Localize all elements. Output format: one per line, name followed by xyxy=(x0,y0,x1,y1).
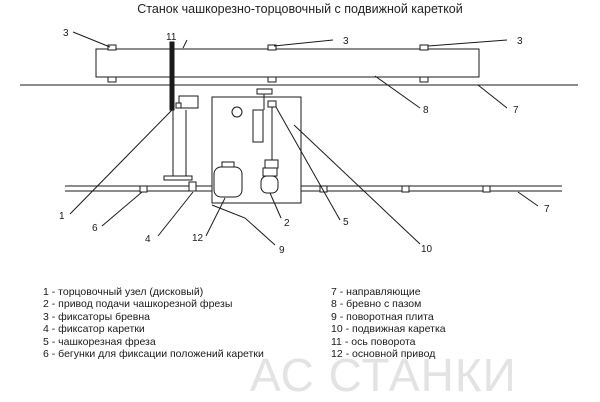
leader-lines xyxy=(69,31,539,246)
carriage-lock xyxy=(188,181,197,192)
legend-item: 9 - поворотная плита xyxy=(331,310,434,323)
legend-item: 10 - подвижная каретка xyxy=(331,323,446,336)
legend-left: 1 - торцовочный узел (дисковый) 2 - прив… xyxy=(43,286,264,360)
legend-item: 12 - основной привод xyxy=(331,348,436,361)
main-drive-motor xyxy=(213,161,243,198)
callout-label: 4 xyxy=(145,234,151,245)
crosscut-unit xyxy=(163,41,199,181)
watermark: АС СТАНКИ xyxy=(250,349,517,401)
callout-label: 3 xyxy=(343,36,349,47)
legend-item: 1 - торцовочный узел (дисковый) xyxy=(43,286,204,298)
callout-label: 7 xyxy=(513,105,519,116)
lower-guide-rails xyxy=(65,185,562,192)
cup-cutter xyxy=(262,167,278,177)
callout-label: 7 xyxy=(544,204,550,215)
legend-item: 4 - фиксатор каретки xyxy=(43,323,145,336)
log xyxy=(95,48,480,78)
legend-right: 7 - направляющие 8 - бревно с пазом 9 - … xyxy=(331,286,446,360)
carriage-rollers xyxy=(139,185,491,193)
legend-item: 11 - ось поворота xyxy=(331,335,416,348)
callout-labels: 1 2 3 3 3 4 5 6 7 7 8 9 10 11 12 xyxy=(59,28,550,256)
callout-label: 12 xyxy=(192,233,204,244)
callout-label: 11 xyxy=(166,32,177,43)
legend-item: 6 - бегунки для фиксации положений карет… xyxy=(43,348,264,361)
callout-label: 5 xyxy=(343,217,349,228)
legend-item: 3 - фиксаторы бревна xyxy=(43,310,150,323)
legend-item: 5 - чашкорезная фреза xyxy=(43,335,156,348)
legend-item: 8 - бревно с пазом xyxy=(331,298,422,311)
callout-label: 10 xyxy=(421,244,433,255)
callout-label: 1 xyxy=(59,211,65,222)
log-clamps xyxy=(107,44,429,83)
callout-label: 9 xyxy=(279,245,285,256)
feed-drive xyxy=(252,88,279,194)
legend-item: 7 - направляющие xyxy=(331,286,421,298)
legend-item: 2 - привод подачи чашкорезной фрезы xyxy=(43,298,233,311)
callout-label: 2 xyxy=(284,218,290,229)
callout-label: 3 xyxy=(63,28,69,39)
callout-label: 6 xyxy=(92,223,98,234)
pivot-axis xyxy=(231,106,243,118)
diagram-title: Станок чашкорезно-торцовочный с подвижно… xyxy=(137,2,463,16)
callout-label: 3 xyxy=(517,36,523,47)
callout-label: 8 xyxy=(423,105,429,116)
